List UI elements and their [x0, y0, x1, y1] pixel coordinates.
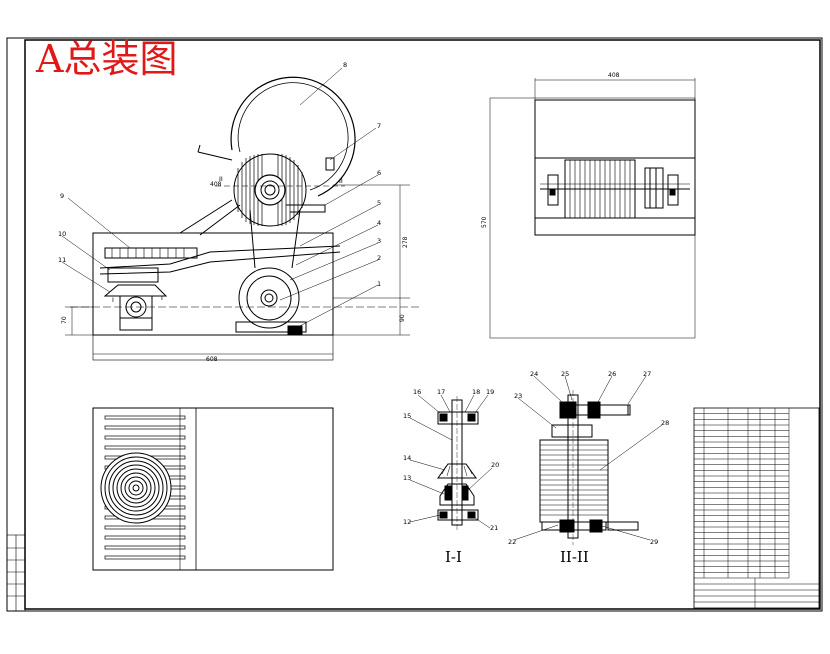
part-label: 17 [437, 388, 445, 396]
outer-border [6, 37, 823, 612]
dim-shaft-height: 70 [61, 316, 68, 324]
section-mark-1-left: I [112, 296, 114, 304]
part-label: 26 [608, 370, 616, 378]
top-view [92, 407, 334, 571]
section-2-2-labels: 24 25 26 27 23 28 22 29 II-II [508, 370, 669, 566]
dim-base-height: 90 [399, 314, 406, 322]
part-label: 20 [491, 461, 499, 469]
front-view [61, 67, 420, 361]
left-revision-strip [6, 534, 26, 612]
section-1-1-label: I-I [445, 548, 462, 566]
part-label: 8 [343, 61, 347, 69]
part-label: 7 [377, 122, 381, 130]
part-label: 1 [377, 280, 381, 288]
part-label: 22 [508, 538, 516, 546]
part-label: 5 [377, 199, 381, 207]
section-mark-2-left: II [219, 175, 223, 183]
part-label: 23 [514, 392, 522, 400]
section-mark-2-right: II [339, 177, 343, 185]
side-view [489, 78, 696, 339]
side-view-labels: 408 570 [481, 72, 620, 228]
part-label: 24 [530, 370, 538, 378]
part-label: 9 [60, 192, 64, 200]
part-label: 21 [490, 524, 498, 532]
section-2-2 [513, 375, 663, 545]
part-label: 15 [403, 412, 411, 420]
part-label: 6 [377, 169, 381, 177]
bill-of-materials-table [693, 407, 820, 609]
front-view-labels: 608 278 70 90 408 II II I I 8 7 6 5 4 3 … [58, 61, 409, 363]
part-label: 2 [377, 254, 381, 262]
dim-depth: 408 [608, 72, 620, 79]
part-label: 25 [561, 370, 569, 378]
part-label: 3 [377, 237, 381, 245]
fan-blades [237, 154, 303, 226]
part-label: 10 [58, 230, 66, 238]
part-label: 13 [403, 474, 411, 482]
part-label: 29 [650, 538, 658, 546]
part-label: 11 [58, 256, 66, 264]
dim-width: 608 [206, 356, 218, 363]
dim-side-height: 570 [481, 216, 488, 228]
part-label: 4 [377, 219, 381, 227]
part-label: 18 [472, 388, 480, 396]
section-1-1-labels: 16 17 18 19 15 14 20 13 12 21 I-I [403, 388, 499, 566]
part-label: 16 [413, 388, 421, 396]
section-1-1 [409, 394, 493, 530]
part-label: 12 [403, 518, 411, 526]
drawing-title: A总装图 [35, 37, 177, 81]
part-label: 19 [486, 388, 494, 396]
section-mark-1-right: I [161, 294, 163, 302]
section-2-2-label: II-II [560, 548, 589, 566]
part-label: 27 [643, 370, 651, 378]
dim-top-width: 408 [210, 181, 222, 188]
part-label: 28 [661, 419, 669, 427]
part-label: 14 [403, 454, 411, 462]
inner-frame [24, 39, 821, 610]
dim-height: 278 [402, 236, 409, 248]
